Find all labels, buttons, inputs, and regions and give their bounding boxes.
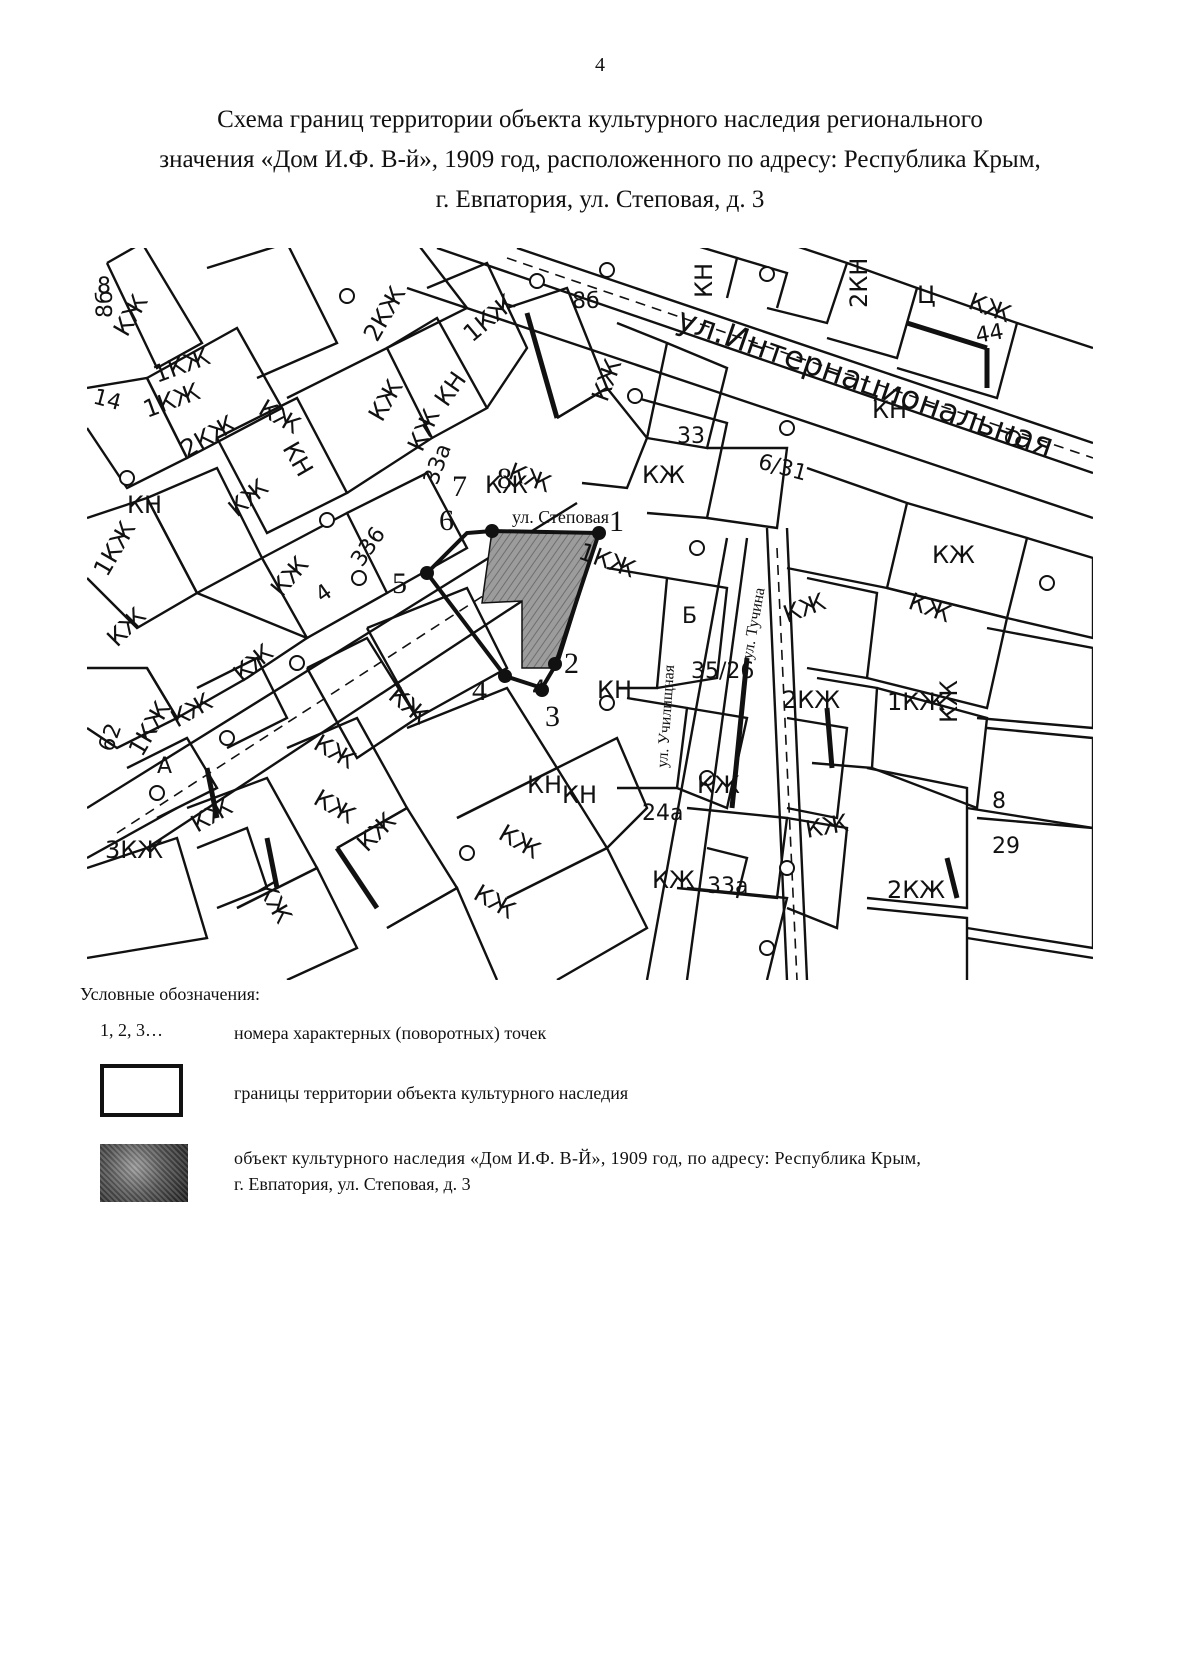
building-label: КЖ bbox=[309, 784, 360, 830]
building-label: КЖ bbox=[905, 587, 955, 628]
point-label-3: 3 bbox=[545, 700, 560, 733]
building-label: КН bbox=[562, 781, 597, 809]
boundary-point-3 bbox=[535, 683, 549, 697]
boundary-point-2 bbox=[548, 657, 562, 671]
building-label: Ц bbox=[917, 281, 936, 309]
building-label: КН bbox=[527, 771, 562, 799]
building-label: КЖ bbox=[932, 541, 975, 569]
house-number: 24а bbox=[642, 801, 683, 826]
house-number: 8б bbox=[93, 290, 118, 318]
building-label: КЖ bbox=[265, 551, 314, 602]
house-number: 8 bbox=[992, 789, 1006, 814]
building-label: 2КЖ bbox=[782, 686, 840, 714]
building-label: КЖ bbox=[363, 375, 409, 426]
legend-border-swatch bbox=[100, 1064, 183, 1117]
house-number: 4 bbox=[532, 677, 546, 702]
house-number: 8б bbox=[572, 289, 600, 314]
building-label: 1КЖ bbox=[887, 688, 945, 716]
building-label: 2КЖ bbox=[887, 876, 945, 904]
point-label-4: 4 bbox=[472, 674, 487, 707]
legend-object-desc-line-1: объект культурного наследия «Дом И.Ф. В-… bbox=[234, 1148, 922, 1168]
building-label: 1КЖ bbox=[458, 289, 521, 348]
house-number: 336 bbox=[346, 523, 391, 572]
house-number: 4 bbox=[311, 579, 337, 608]
cadastral-map: 1 2 3 4 5 6 7 8 ул.Интернациональная ул.… bbox=[87, 248, 1093, 980]
building-label: КН bbox=[277, 437, 319, 481]
house-number: 8 bbox=[97, 274, 111, 299]
point-label-1: 1 bbox=[609, 505, 624, 538]
legend-object-desc: объект культурного наследия «Дом И.Ф. В-… bbox=[234, 1145, 1104, 1197]
title-line-3: г. Евпатория, ул. Степовая, д. 3 bbox=[435, 186, 765, 213]
building-label: 1КЖ bbox=[88, 517, 141, 581]
street-tuchina: ул. Тучина bbox=[739, 586, 768, 660]
legend-object-desc-line-2: г. Евпатория, ул. Степовая, д. 3 bbox=[234, 1174, 471, 1194]
house-number: 14 bbox=[90, 385, 124, 416]
point-label-8: 8 bbox=[497, 462, 512, 495]
building-label: КЖ bbox=[803, 809, 850, 844]
map-canvas: 1 2 3 4 5 6 7 8 ул.Интернациональная ул.… bbox=[87, 248, 1093, 980]
building-label: 2КН bbox=[845, 258, 873, 308]
boundary-point-4 bbox=[498, 669, 512, 683]
legend-title: Условные обозначения: bbox=[80, 984, 261, 1004]
building-label: КЖ bbox=[223, 473, 274, 522]
title-line-2: значения «Дом И.Ф. В-й», 1909 год, распо… bbox=[159, 146, 1041, 173]
building-label: 2КЖ bbox=[358, 282, 411, 346]
point-label-6: 6 bbox=[439, 504, 454, 537]
building-label: КЖ bbox=[494, 819, 545, 865]
map-street-dashes bbox=[116, 257, 1093, 980]
building-label: КН bbox=[872, 396, 907, 424]
building-label: КН bbox=[127, 491, 162, 519]
building-label: КЖ bbox=[642, 461, 685, 489]
page-number: 4 bbox=[595, 54, 605, 76]
building-label: КН bbox=[597, 676, 632, 704]
house-number: 44 bbox=[974, 319, 1006, 348]
building-label: КЖ bbox=[586, 355, 627, 405]
legend-points-key: 1, 2, 3… bbox=[100, 1020, 163, 1040]
legend-points-desc: номера характерных (поворотных) точек bbox=[234, 1023, 547, 1043]
document-title: Схема границ территории объекта культурн… bbox=[70, 100, 1130, 220]
legend-border-desc: границы территории объекта культурного н… bbox=[234, 1083, 629, 1103]
misc-map-labels: Б А bbox=[157, 604, 697, 779]
legend-object-swatch bbox=[100, 1144, 188, 1202]
boundary-point-dots bbox=[420, 524, 606, 697]
house-number: 29 bbox=[992, 834, 1020, 859]
map-point-markers bbox=[119, 262, 1055, 956]
boundary-point-5 bbox=[420, 566, 434, 580]
boundary-point-1 bbox=[592, 526, 606, 540]
title-line-1: Схема границ территории объекта культурн… bbox=[217, 106, 983, 133]
building-label: КЖ bbox=[485, 471, 528, 499]
house-number: 33а bbox=[707, 874, 748, 899]
building-label: КЖ bbox=[228, 638, 279, 687]
map-wall-accents bbox=[204, 312, 990, 910]
house-number: 33 bbox=[677, 424, 705, 449]
misc-label: А bbox=[157, 754, 172, 779]
building-label: 1КЖ bbox=[123, 697, 176, 761]
building-label: КЖ bbox=[697, 771, 740, 799]
house-number: 35/26 bbox=[691, 659, 754, 684]
building-label: КЖ bbox=[469, 879, 520, 925]
house-number: 62 bbox=[94, 720, 127, 755]
building-label: КН bbox=[429, 367, 472, 412]
boundary-point-labels: 1 2 3 4 5 6 7 8 bbox=[392, 462, 624, 733]
building-label: КН bbox=[690, 263, 718, 298]
building-label: КЖ bbox=[779, 588, 829, 629]
misc-label: Б bbox=[682, 604, 697, 629]
point-label-5: 5 bbox=[392, 567, 407, 600]
building-label: 2КЖ bbox=[176, 410, 240, 463]
building-label: КЖ bbox=[252, 877, 298, 928]
boundary-point-6 bbox=[485, 524, 499, 538]
building-label: 3КЖ bbox=[105, 836, 163, 864]
building-label: КЖ bbox=[935, 680, 963, 723]
building-label: КЖ bbox=[652, 866, 695, 894]
street-stepovaya: ул. Степовая bbox=[512, 507, 609, 527]
house-number: 6/31 bbox=[755, 450, 809, 487]
building-label: КЖ bbox=[101, 602, 151, 652]
point-label-7: 7 bbox=[452, 470, 467, 503]
map-linework bbox=[87, 248, 1093, 980]
point-label-2: 2 bbox=[564, 647, 579, 680]
